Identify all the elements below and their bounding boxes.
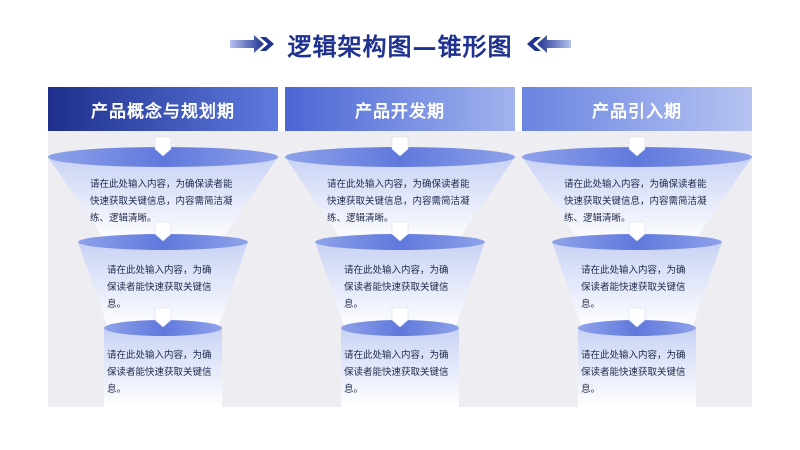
- down-arrow-marker-icon: [628, 307, 646, 328]
- down-arrow-marker-icon: [391, 307, 409, 328]
- column-header-bg: [285, 87, 515, 131]
- funnel-rim-1: [48, 147, 278, 167]
- down-arrow-marker-icon: [628, 221, 646, 242]
- column-header-bg: [522, 87, 752, 131]
- column-header-bg: [48, 87, 278, 131]
- down-arrow-marker-icon: [154, 221, 172, 242]
- double-arrow-left-icon: [526, 35, 571, 53]
- tier-2-text: 请在此处输入内容，为确保读者能快速获取关键信息。: [581, 265, 686, 310]
- tier-3-text: 请在此处输入内容，为确保读者能快速获取关键信息。: [344, 350, 449, 395]
- down-arrow-marker-icon: [628, 136, 646, 157]
- funnel-rim-2: [315, 234, 485, 250]
- funnel-rim-2: [552, 234, 722, 250]
- down-arrow-marker-icon: [154, 307, 172, 328]
- funnel-graphic: [285, 87, 515, 407]
- funnel-column-3: 产品引入期 请在此处输入内容，为确保读者能快速获取关键信息，内容需简洁凝练、逻辑…: [522, 87, 752, 407]
- funnel-tier-2: [315, 242, 485, 328]
- tier-3-text: 请在此处输入内容，为确保读者能快速获取关键信息。: [581, 350, 686, 395]
- title-row: 逻辑架构图—锥形图: [0, 26, 800, 62]
- tier-2-text: 请在此处输入内容，为确保读者能快速获取关键信息。: [344, 265, 449, 310]
- funnel-graphic: [522, 87, 752, 407]
- column-header: 产品引入期: [592, 101, 682, 122]
- funnel-rim-2: [78, 234, 248, 250]
- tier-1-text: 请在此处输入内容，为确保读者能快速获取关键信息，内容需简洁凝练、逻辑清晰。: [90, 179, 233, 224]
- funnel-rim-1: [522, 147, 752, 167]
- funnel-tier-3: [341, 328, 459, 407]
- funnel-rim-3: [341, 320, 459, 336]
- down-arrow-marker-icon: [154, 136, 172, 157]
- funnel-tier-1: [285, 157, 515, 242]
- funnel-tier-2: [78, 242, 248, 328]
- tier-1-text: 请在此处输入内容，为确保读者能快速获取关键信息，内容需简洁凝练、逻辑清晰。: [327, 179, 470, 224]
- funnel-tier-3: [104, 328, 222, 407]
- funnel-rim-3: [104, 320, 222, 336]
- column-header: 产品概念与规划期: [91, 101, 235, 122]
- funnel-graphic: [48, 87, 278, 407]
- double-arrow-right-icon: [229, 35, 274, 53]
- funnel-rim-3: [578, 320, 696, 336]
- funnel-tier-1: [48, 157, 278, 242]
- funnel-column-1: 产品概念与规划期 请在此处输入内容，为确保读者能快速获取关键信息，内容需简洁凝练…: [48, 87, 278, 407]
- tier-1-text: 请在此处输入内容，为确保读者能快速获取关键信息，内容需简洁凝练、逻辑清晰。: [564, 179, 707, 224]
- funnel-rim-1: [285, 147, 515, 167]
- column-header: 产品开发期: [355, 101, 445, 122]
- funnel-tier-2: [552, 242, 722, 328]
- funnel-column-2: 产品开发期 请在此处输入内容，为确保读者能快速获取关键信息，内容需简洁凝练、逻辑…: [285, 87, 515, 407]
- funnel-tier-1: [522, 157, 752, 242]
- tier-2-text: 请在此处输入内容，为确保读者能快速获取关键信息。: [107, 265, 212, 310]
- tier-3-text: 请在此处输入内容，为确保读者能快速获取关键信息。: [107, 350, 212, 395]
- page-title: 逻辑架构图—锥形图: [287, 31, 513, 61]
- down-arrow-marker-icon: [391, 221, 409, 242]
- down-arrow-marker-icon: [391, 136, 409, 157]
- funnel-tier-3: [578, 328, 696, 407]
